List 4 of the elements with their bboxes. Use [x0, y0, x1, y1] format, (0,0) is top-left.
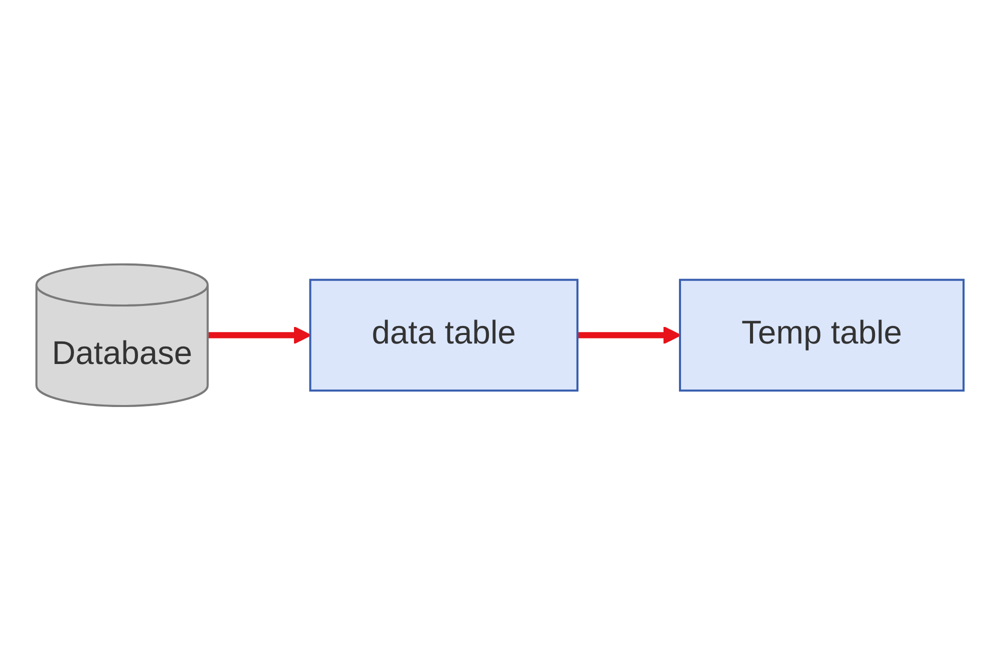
arrow: [208, 326, 312, 345]
node-box: data table: [309, 279, 578, 392]
node-box: Temp table: [678, 279, 965, 392]
arrow: [577, 326, 681, 345]
